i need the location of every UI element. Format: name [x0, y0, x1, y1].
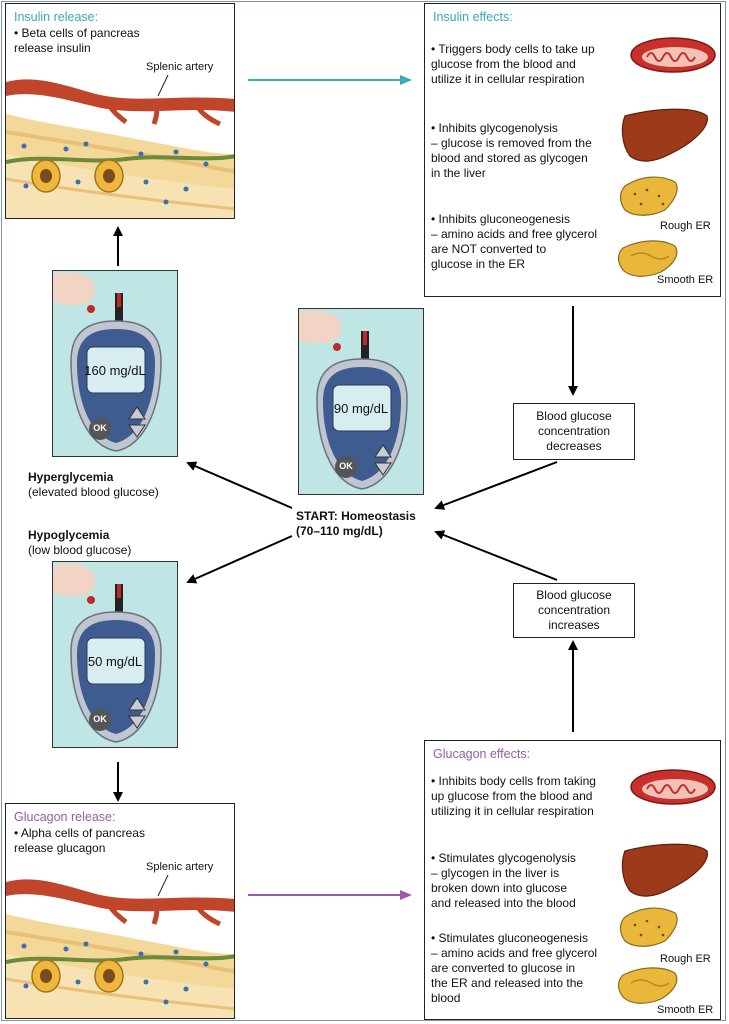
hypoglycemia-label: Hypoglycemia (low blood glucose)	[28, 528, 131, 558]
glucose-decreases-box: Blood glucose concentration decreases	[513, 403, 635, 460]
rough-er-icon	[619, 907, 678, 947]
arrow-start-to-hypo	[186, 535, 293, 584]
smooth-er-label: Smooth ER	[657, 1004, 714, 1016]
arrow-decrease-to-start	[434, 461, 558, 510]
glucose-meter-icon	[53, 272, 162, 452]
hyperglycemia-title: Hyperglycemia	[28, 470, 114, 484]
ok-button-label: OK	[93, 714, 107, 724]
smooth-er-label: Smooth ER	[657, 274, 714, 286]
meter-hyperglycemia: 160 mg/dL OK	[52, 270, 178, 457]
liver-icon	[621, 843, 708, 897]
meter-homeostasis: 90 mg/dL OK	[298, 308, 424, 495]
liver-icon	[621, 108, 708, 162]
glucagon-effects-item-3: • Stimulates gluconeogenesis – amino aci…	[431, 931, 598, 1005]
glucagon-effects-illustrations	[617, 769, 716, 1004]
glucose-increases-box: Blood glucose concentration increases	[513, 583, 635, 638]
smooth-er-icon	[617, 967, 678, 1004]
meter-hypoglycemia: 50 mg/dL OK	[52, 561, 178, 748]
mitochondrion-icon	[630, 37, 716, 73]
meter-reading-normal: 90 mg/dL	[333, 401, 389, 416]
insulin-effects-item-1: • Triggers body cells to take up glucose…	[431, 42, 595, 86]
insulin-release-box: Insulin release: • Beta cells of pancrea…	[5, 3, 235, 219]
glucagon-release-title: Glucagon release:	[14, 810, 116, 824]
insulin-release-text: • Beta cells of pancreas release insulin	[14, 26, 140, 55]
hyperglycemia-subtitle: (elevated blood glucose)	[28, 485, 159, 499]
glucagon-release-box: Glucagon release: • Alpha cells of pancr…	[5, 803, 235, 1019]
smooth-er-icon	[617, 240, 678, 277]
start-line-1: START: Homeostasis	[296, 509, 416, 523]
insulin-effects-illustrations	[617, 37, 716, 277]
rough-er-label: Rough ER	[660, 220, 711, 232]
arrow-increase-to-start	[434, 530, 558, 581]
insulin-effects-item-3: • Inhibits gluconeogenesis – amino acids…	[431, 212, 598, 271]
glucagon-effects-item-1: • Inhibits body cells from taking up glu…	[431, 774, 596, 818]
rough-er-icon	[619, 176, 678, 216]
rough-er-label: Rough ER	[660, 953, 711, 965]
pancreas-illustration	[6, 874, 234, 1018]
hypoglycemia-title: Hypoglycemia	[28, 528, 110, 542]
insulin-effects-item-2: • Inhibits glycogenolysis – glucose is r…	[431, 121, 592, 180]
glucagon-release-text: • Alpha cells of pancreas release glucag…	[14, 826, 145, 855]
pancreas-illustration	[6, 74, 234, 218]
arrow-start-to-hyper	[186, 461, 293, 509]
hypoglycemia-subtitle: (low blood glucose)	[28, 543, 132, 557]
hyperglycemia-label: Hyperglycemia (elevated blood glucose)	[28, 470, 159, 500]
splenic-artery-label: Splenic artery	[146, 61, 214, 73]
ok-button-label: OK	[339, 461, 353, 471]
splenic-artery-label: Splenic artery	[146, 861, 214, 873]
mitochondrion-icon	[630, 769, 716, 805]
insulin-effects-title: Insulin effects:	[433, 10, 513, 24]
glucose-meter-icon	[53, 563, 162, 743]
start-homeostasis-label: START: Homeostasis (70–110 mg/dL)	[296, 509, 416, 539]
insulin-effects-box: Insulin effects: • Triggers body cells t…	[424, 3, 721, 297]
glucagon-effects-box: Glucagon effects: • Inhibits body cells …	[424, 740, 721, 1020]
insulin-release-title: Insulin release:	[14, 10, 99, 24]
meter-reading-low: 50 mg/dL	[87, 654, 143, 669]
meter-reading-high: 160 mg/dL	[84, 363, 146, 378]
ok-button-label: OK	[93, 423, 107, 433]
glucagon-effects-title: Glucagon effects:	[433, 747, 531, 761]
glucose-meter-icon	[299, 310, 408, 490]
start-line-2: (70–110 mg/dL)	[296, 524, 383, 538]
glucagon-effects-item-2: • Stimulates glycogenolysis – glycogen i…	[431, 851, 576, 910]
